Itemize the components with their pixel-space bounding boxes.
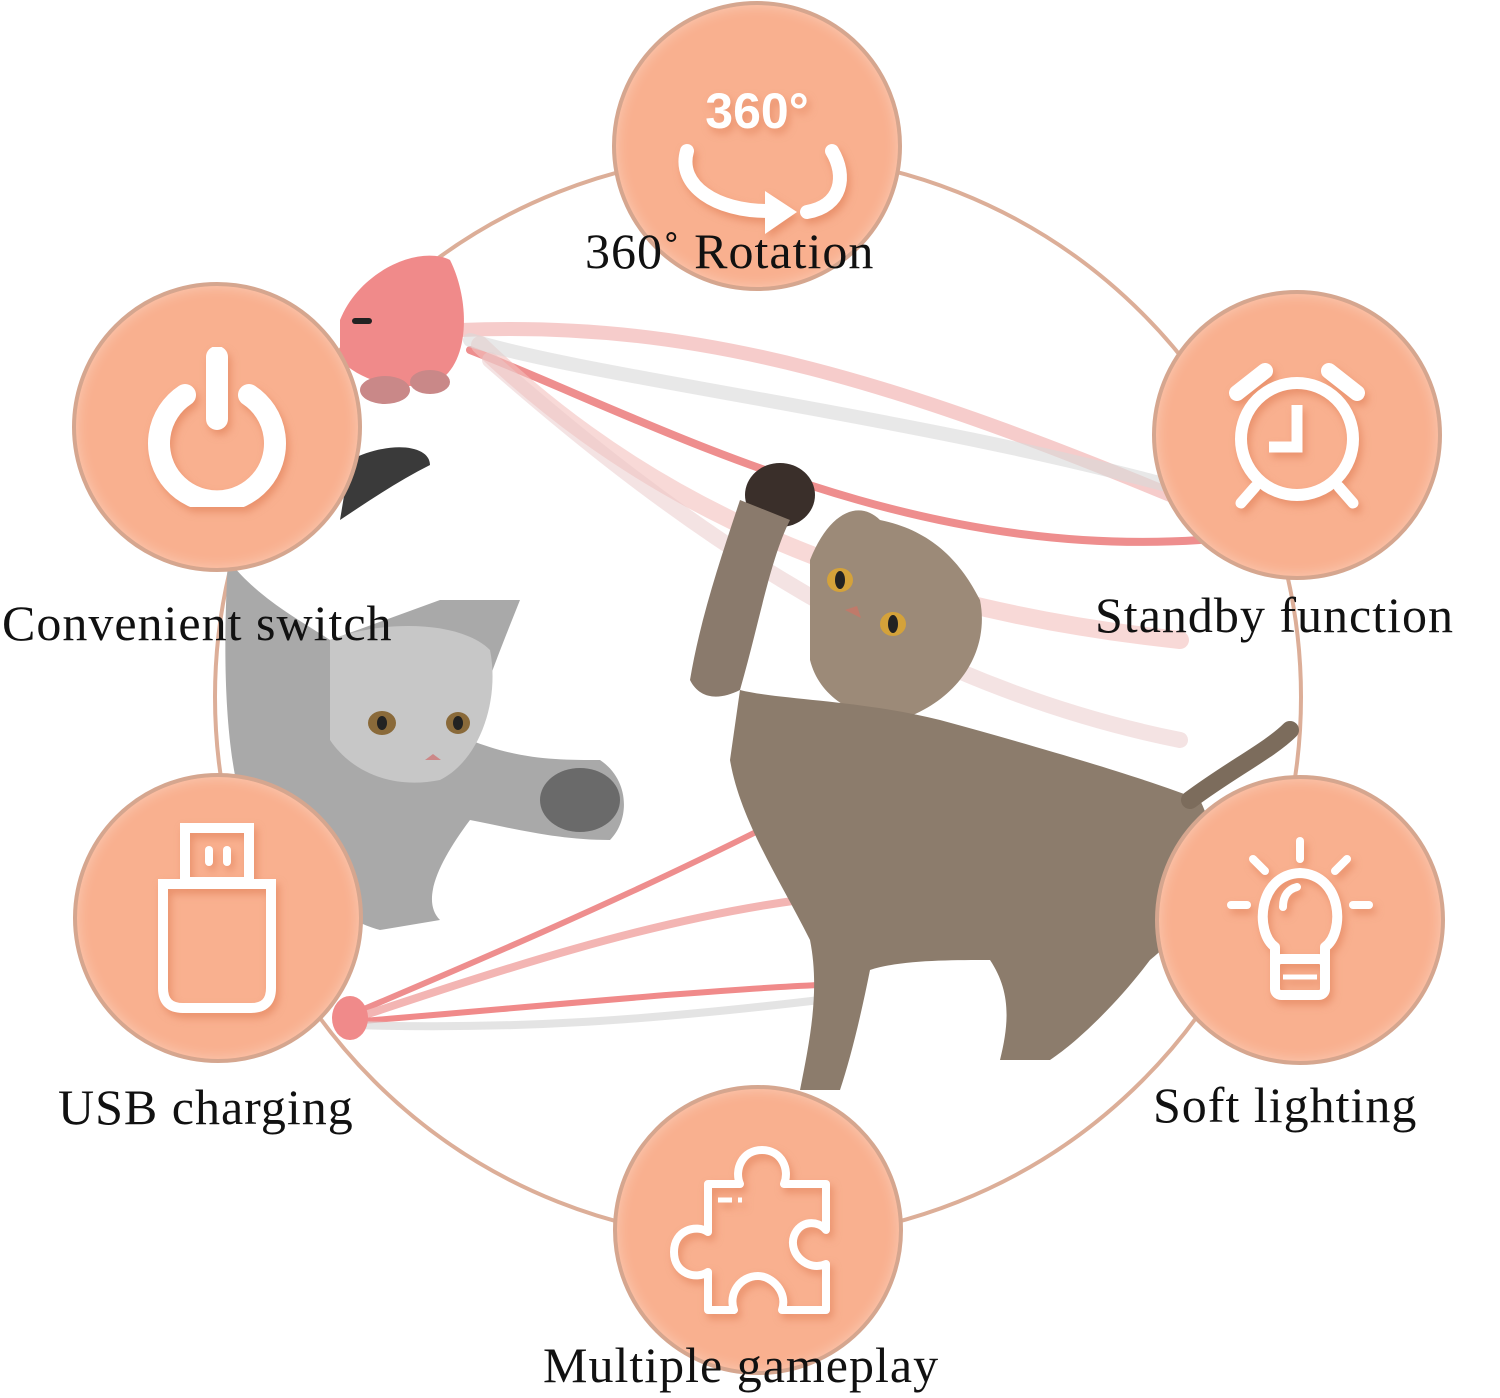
light-bulb-icon [1227, 837, 1373, 1000]
tabby-cat [690, 463, 1299, 1090]
label-lighting: Soft lighting [1153, 1077, 1418, 1133]
badge-standby [1152, 290, 1442, 580]
badge-lighting [1155, 775, 1445, 1065]
rotate-360-icon: 360° [678, 83, 847, 234]
toy-bottom [332, 996, 368, 1040]
label-usb: USB charging [58, 1079, 354, 1135]
badge-switch [72, 282, 362, 572]
svg-text:360°: 360° [705, 83, 808, 139]
badge-usb [73, 773, 363, 1063]
label-standby: Standby function [1095, 587, 1455, 643]
badge-rotation: 360° [612, 1, 902, 291]
alarm-clock-icon [1229, 363, 1365, 509]
power-icon [148, 347, 286, 507]
toy-streamers-bottom [346, 827, 824, 1031]
puzzle-piece-icon [670, 1146, 830, 1314]
cat-toy [340, 255, 464, 404]
label-switch: Convenient switch [2, 595, 393, 651]
label-gameplay: Multiple gameplay [543, 1337, 940, 1393]
label-rotation: 360˚ Rotation [585, 223, 875, 279]
toy-streamers-top [453, 321, 1237, 748]
badge-gameplay [613, 1085, 903, 1375]
usb-drive-icon [158, 823, 276, 1013]
